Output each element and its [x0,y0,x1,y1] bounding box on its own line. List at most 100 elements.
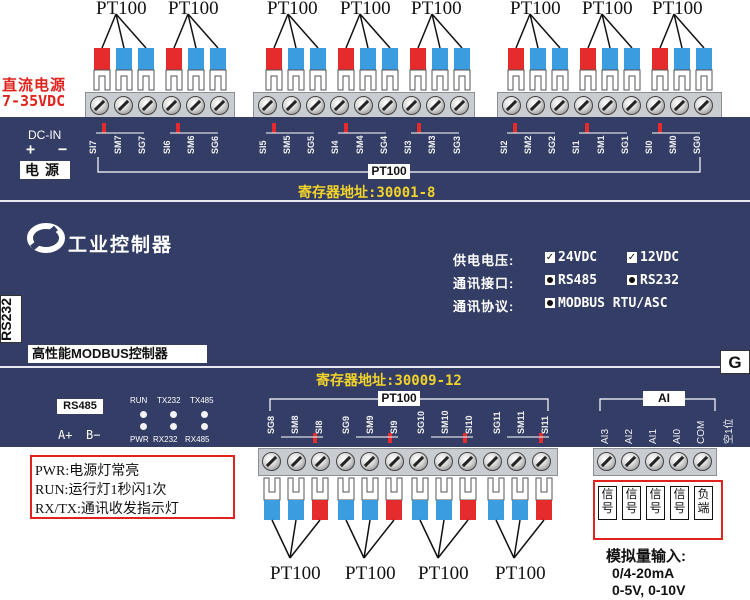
bottom-probe-blue-lug [362,500,378,520]
dc-plus: + [26,140,36,158]
bottom-pin-label-sg10: SG10 [416,410,426,434]
led-tx485-label: TX485 [190,396,214,405]
top-pin-label-sg6: SG6 [210,135,220,154]
top-left-screw [162,96,181,115]
top-pin-label-sg3: SG3 [452,135,462,154]
top-pin-label-sg1: SG1 [620,135,630,154]
top-pin-label-sm5: SM5 [282,135,292,154]
bottom-pin-label-si8: SI8 [314,420,324,434]
top-middle-screw [426,96,445,115]
top-left-screw [186,96,205,115]
bottom-probe-blue-lug [264,500,280,520]
led-tx232 [170,411,177,418]
top-pin-label-sm6: SM6 [186,135,196,154]
top-pin-label-sg0: SG0 [692,135,702,154]
logo-text: 工业控制器 [68,235,174,256]
top-probe-blue-lug [360,48,376,70]
bottom-probe-wire [363,519,395,559]
top-middle-screw [258,96,277,115]
top-probe-wire [529,13,561,49]
bottom-pin-label-sg11: SG11 [492,411,502,434]
top-probe-wire [601,13,611,49]
bottom-pt100-screw [409,452,428,471]
bottom-pt100-label-3: PT100 [418,563,469,584]
top-probe-red-lug [652,48,668,70]
bottom-pt100-screw [507,452,526,471]
top-middle-screw [378,96,397,115]
bottom-probe-wire [437,519,469,559]
top-probe-wire [173,13,189,49]
top-probe-fork [209,69,227,91]
bottom-probe-fork [535,477,553,501]
top-probe-wire [659,13,675,49]
bottom-probe-wire [495,519,515,559]
bottom-ai-screw [597,452,616,471]
bottom-probe-blue-lug [338,500,354,520]
ai-signal-frame [593,480,723,540]
bottom-probe-wire [419,519,439,559]
bottom-pt100-label-4: PT100 [495,563,546,584]
bottom-ai-screw [621,452,640,471]
top-probe-blue-lug [602,48,618,70]
top-probe-blue-lug [382,48,398,70]
bottom-pt100-label-1: PT100 [270,563,321,584]
top-right-screw [646,96,665,115]
bottom-probe-wire [513,519,545,559]
bottom-pin-label-si11: SI11 [540,415,550,434]
top-probe-fork [409,69,427,91]
top-pt100-label-7: PT100 [582,0,633,19]
top-probe-wire [359,13,369,49]
bottom-probe-blue-lug [436,500,452,520]
led-pwr [140,423,147,430]
bottom-pin-label-sg9: SG9 [341,415,351,434]
bottom-probe-wire [513,519,521,559]
bottom-pin-label-sm10: SM10 [440,410,450,434]
bottom-probe-fork [459,477,477,501]
top-pin-label-sg7: SG7 [137,135,147,154]
ground-terminal: G [720,350,750,374]
dc-minus: − [58,140,68,158]
ai-pin-label-5: 空1位 [724,418,735,444]
bottom-pt100-screw [311,452,330,471]
bottom-pt100-screw [286,452,306,471]
top-right-screw [550,96,569,115]
top-probe-fork [431,69,449,91]
top-right-screw [694,96,713,115]
bottom-probe-diagram [263,477,553,559]
top-probe-fork [623,69,641,91]
top-right-screw [526,96,545,115]
bottom-pt100-screw [384,452,404,471]
led-rx485-label: RX485 [185,435,210,444]
top-probe-wire [529,13,539,49]
bottom-pin-marker [463,433,467,443]
top-pin-label-si3: SI3 [403,140,413,154]
bottom-pin-label-si9: SI9 [389,420,399,434]
comm-port-rs485-bullet [545,275,555,285]
top-probe-wire [417,13,433,49]
top-pt100-label-8: PT100 [652,0,703,19]
bottom-pt100-screw [335,452,355,471]
top-probe-wire [673,13,683,49]
top-probe-wire [115,13,125,49]
top-pin-label-si1: SI1 [571,140,581,154]
top-pin-marker [272,123,276,133]
top-pin-label-si4: SI4 [330,140,340,154]
top-probe-wire [187,13,197,49]
bottom-probe-fork [511,477,529,501]
top-probe-blue-lug [210,48,226,70]
bottom-ai-screw [693,452,712,471]
top-middle-screw [402,96,421,115]
top-pt100-label-1: PT100 [96,0,147,19]
top-probe-red-lug [338,48,354,70]
top-probe-blue-lug [288,48,304,70]
top-probe-blue-lug [552,48,568,70]
top-middle-screw [354,96,373,115]
top-probe-fork [507,69,525,91]
ai-signal-box-2: 信号 [646,486,665,520]
bottom-pin-markers [269,398,716,443]
bottom-probe-wire [271,519,291,559]
legend-line-rxtx: RX/TX:通讯收发指示灯 [35,502,179,517]
top-probe-red-lug [266,48,282,70]
supply-24v-option: 24VDC [558,250,598,265]
bottom-probe-blue-lug [512,500,528,520]
